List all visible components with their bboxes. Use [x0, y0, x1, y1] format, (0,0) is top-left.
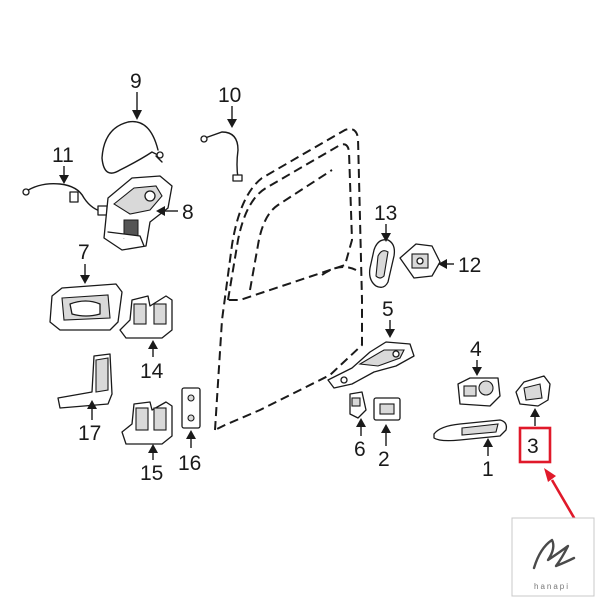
svg-text:6: 6	[354, 438, 366, 461]
part-6-clip	[349, 391, 367, 419]
svg-text:4: 4	[470, 338, 482, 361]
part-15-hinge-bracket	[121, 401, 173, 445]
svg-text:17: 17	[78, 422, 101, 445]
part-10-cable	[200, 131, 243, 182]
highlight-box-3	[518, 426, 552, 464]
svg-text:7: 7	[78, 241, 90, 264]
part-12-striker	[399, 243, 441, 279]
svg-text:10: 10	[218, 84, 241, 107]
callout-2: 2	[378, 424, 391, 471]
svg-text:2: 2	[378, 448, 390, 471]
logo-swoosh-icon	[532, 538, 576, 570]
callout-11: 11	[52, 144, 74, 184]
callout-15: 15	[140, 444, 163, 485]
svg-text:11: 11	[52, 144, 74, 167]
svg-text:14: 14	[140, 360, 164, 383]
part-13-cover	[368, 239, 396, 288]
svg-text:12: 12	[458, 254, 481, 277]
callout-7: 7	[78, 241, 90, 284]
door-outline	[214, 128, 363, 431]
hanapi-logo: hanapi	[511, 517, 595, 597]
svg-text:15: 15	[140, 462, 163, 485]
part-1-outer-handle	[433, 419, 508, 442]
callout-8: 8	[156, 201, 194, 224]
svg-text:16: 16	[178, 452, 201, 475]
svg-text:5: 5	[382, 298, 394, 321]
callout-14: 14	[140, 340, 164, 383]
callout-3: 3	[518, 408, 552, 464]
callout-6: 6	[354, 418, 366, 461]
part-3-end-cap	[515, 375, 551, 407]
callout-13: 13	[374, 202, 397, 242]
part-7-inner-handle	[49, 283, 123, 331]
callout-1: 1	[482, 438, 494, 481]
callout-12: 12	[438, 254, 481, 277]
svg-text:3: 3	[527, 435, 539, 458]
part-17-door-check	[57, 353, 113, 409]
callout-17: 17	[78, 400, 101, 445]
part-11-cable	[22, 182, 108, 216]
callout-16: 16	[178, 430, 201, 475]
part-14-hinge-bracket	[119, 295, 173, 339]
callout-10: 10	[218, 84, 241, 128]
svg-text:13: 13	[374, 202, 397, 225]
part-2-gasket	[373, 397, 401, 421]
svg-text:1: 1	[482, 458, 494, 481]
callout-9: 9	[130, 70, 142, 120]
callout-5: 5	[382, 298, 395, 338]
part-16-plate	[181, 387, 201, 429]
svg-text:9: 9	[130, 70, 142, 93]
logo-brand-text: hanapi	[534, 582, 570, 591]
svg-text:8: 8	[182, 201, 194, 224]
part-4-gasket	[457, 377, 501, 407]
callout-4: 4	[470, 338, 482, 376]
part-5-handle-carrier	[327, 341, 415, 389]
part-9-cable	[101, 120, 164, 174]
part-8-latch-actuator	[103, 175, 173, 251]
